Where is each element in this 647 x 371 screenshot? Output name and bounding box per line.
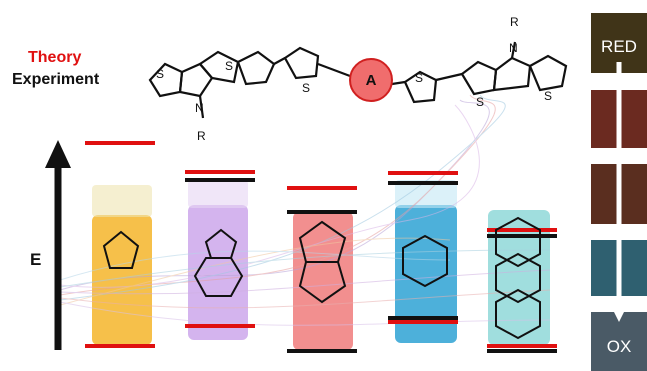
structure-tetrazine — [402, 234, 448, 288]
structure-ndi — [495, 216, 541, 340]
redox-strip: RED OX — [591, 13, 647, 371]
svg-text:S: S — [225, 59, 233, 73]
svg-text:R: R — [510, 15, 519, 29]
svg-text:S: S — [544, 89, 552, 103]
svg-text:N: N — [509, 41, 518, 55]
redox-top-label: RED — [601, 37, 637, 56]
redox-bottom-label: OX — [607, 337, 632, 356]
vial-naphthalene-diimide — [488, 210, 550, 345]
donor-acceptor-molecule — [148, 41, 568, 119]
svg-text:S: S — [302, 81, 310, 95]
decorative-fibers — [59, 94, 551, 326]
structure-thiadiazole — [102, 230, 140, 269]
svg-text:R: R — [197, 129, 206, 143]
energy-label: E — [30, 250, 41, 269]
acceptor-node: A — [349, 58, 393, 102]
legend-theory: Theory — [28, 49, 81, 66]
structure-dpp — [298, 220, 347, 304]
energy-axis: E — [30, 140, 71, 350]
acceptor-label: A — [366, 72, 377, 89]
svg-text:S: S — [476, 95, 484, 109]
energy-levels — [85, 141, 557, 353]
vials — [92, 180, 550, 350]
structure-benzothiadiazole — [193, 228, 244, 297]
vial-thiadiazole — [92, 215, 152, 345]
svg-text:S: S — [156, 67, 164, 81]
svg-text:S: S — [415, 71, 423, 85]
legend-experiment: Experiment — [12, 71, 100, 88]
svg-text:N: N — [195, 101, 204, 115]
molecule-atom-labels: S S N R S S S S N R — [156, 15, 552, 143]
